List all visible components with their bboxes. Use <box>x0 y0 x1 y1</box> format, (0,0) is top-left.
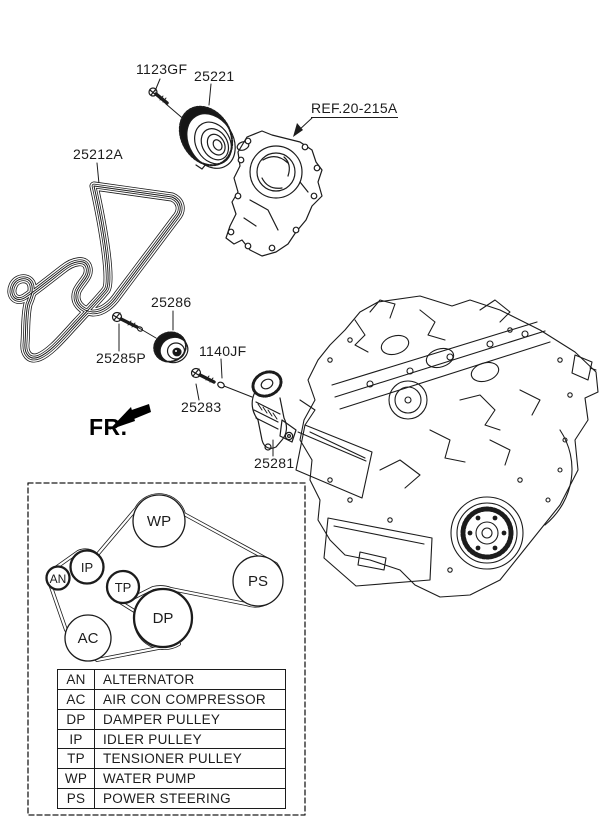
legend-name: POWER STEERING <box>103 791 231 807</box>
routing-label-dp: DP <box>153 610 174 627</box>
table-row: IP IDLER PULLEY <box>58 729 285 750</box>
legend-code: DP <box>58 709 95 729</box>
legend-code: AN <box>58 670 95 689</box>
bolt-25285p-drawing <box>111 311 144 332</box>
routing-pulley-ip <box>69 549 105 585</box>
label-25283[interactable]: 25283 <box>181 399 222 415</box>
ref-arrowhead <box>293 123 303 137</box>
table-row: AC AIR CON COMPRESSOR <box>58 689 285 710</box>
label-1123gf[interactable]: 1123GF <box>136 61 188 77</box>
legend-code: IP <box>58 729 95 749</box>
table-row: PS POWER STEERING <box>58 789 285 809</box>
label-1140jf[interactable]: 1140JF <box>199 343 247 359</box>
routing-label-ip: IP <box>81 560 93 575</box>
front-direction-label: FR. <box>89 414 128 440</box>
routing-pulley-an <box>45 565 71 591</box>
legend-code: PS <box>58 789 95 809</box>
routing-pulley-ac <box>64 614 112 662</box>
routing-pulley-tp <box>105 569 141 605</box>
label-25281[interactable]: 25281 <box>254 455 295 471</box>
routing-pulley-wp <box>132 494 186 548</box>
label-25212a[interactable]: 25212A <box>73 146 124 162</box>
legend-name: DAMPER PULLEY <box>103 711 221 727</box>
engine-drawing <box>295 295 599 598</box>
pulley-25221-drawing <box>178 105 236 170</box>
belt-routing-diagram <box>45 493 284 662</box>
belt-25212a-drawing <box>7 181 185 363</box>
routing-box-border <box>27 482 306 816</box>
legend-name: AIR CON COMPRESSOR <box>103 691 266 707</box>
label-25286[interactable]: 25286 <box>151 294 192 310</box>
routing-pulley-ps <box>232 555 284 607</box>
label-25221[interactable]: 25221 <box>194 68 235 84</box>
legend-code: WP <box>58 769 95 789</box>
tensioner-25281-drawing <box>251 370 297 451</box>
legend-name: ALTERNATOR <box>103 671 195 687</box>
table-row: AN ALTERNATOR <box>58 670 285 690</box>
legend-name: WATER PUMP <box>103 771 196 787</box>
bolt-1140jf-drawing <box>190 367 225 389</box>
table-row: DP DAMPER PULLEY <box>58 709 285 730</box>
routing-label-ps: PS <box>248 573 268 590</box>
routing-pulley-labels: WP PS IP AN TP DP AC <box>50 513 268 647</box>
legend-code: AC <box>58 689 95 709</box>
water-pump-drawing <box>225 130 323 257</box>
routing-label-an: AN <box>50 572 67 586</box>
leader-lines <box>96 78 367 462</box>
pulley-legend-table: AN ALTERNATOR AC AIR CON COMPRESSOR DP D… <box>57 669 286 809</box>
fr-arrow-icon <box>109 404 151 430</box>
bolt-1123gf-drawing <box>148 87 169 105</box>
routing-pulley-dp <box>132 587 194 649</box>
routing-label-ac: AC <box>78 630 99 647</box>
label-ref-20-215a[interactable]: REF.20-215A <box>311 100 398 118</box>
table-row: WP WATER PUMP <box>58 769 285 790</box>
routing-label-tp: TP <box>115 580 132 595</box>
legend-name: TENSIONER PULLEY <box>103 751 243 767</box>
label-25285p[interactable]: 25285P <box>96 350 147 366</box>
table-row: TP TENSIONER PULLEY <box>58 749 285 770</box>
idler-25286-drawing <box>153 331 189 364</box>
routing-label-wp: WP <box>147 513 171 530</box>
legend-name: IDLER PULLEY <box>103 731 202 747</box>
legend-code: TP <box>58 749 95 769</box>
